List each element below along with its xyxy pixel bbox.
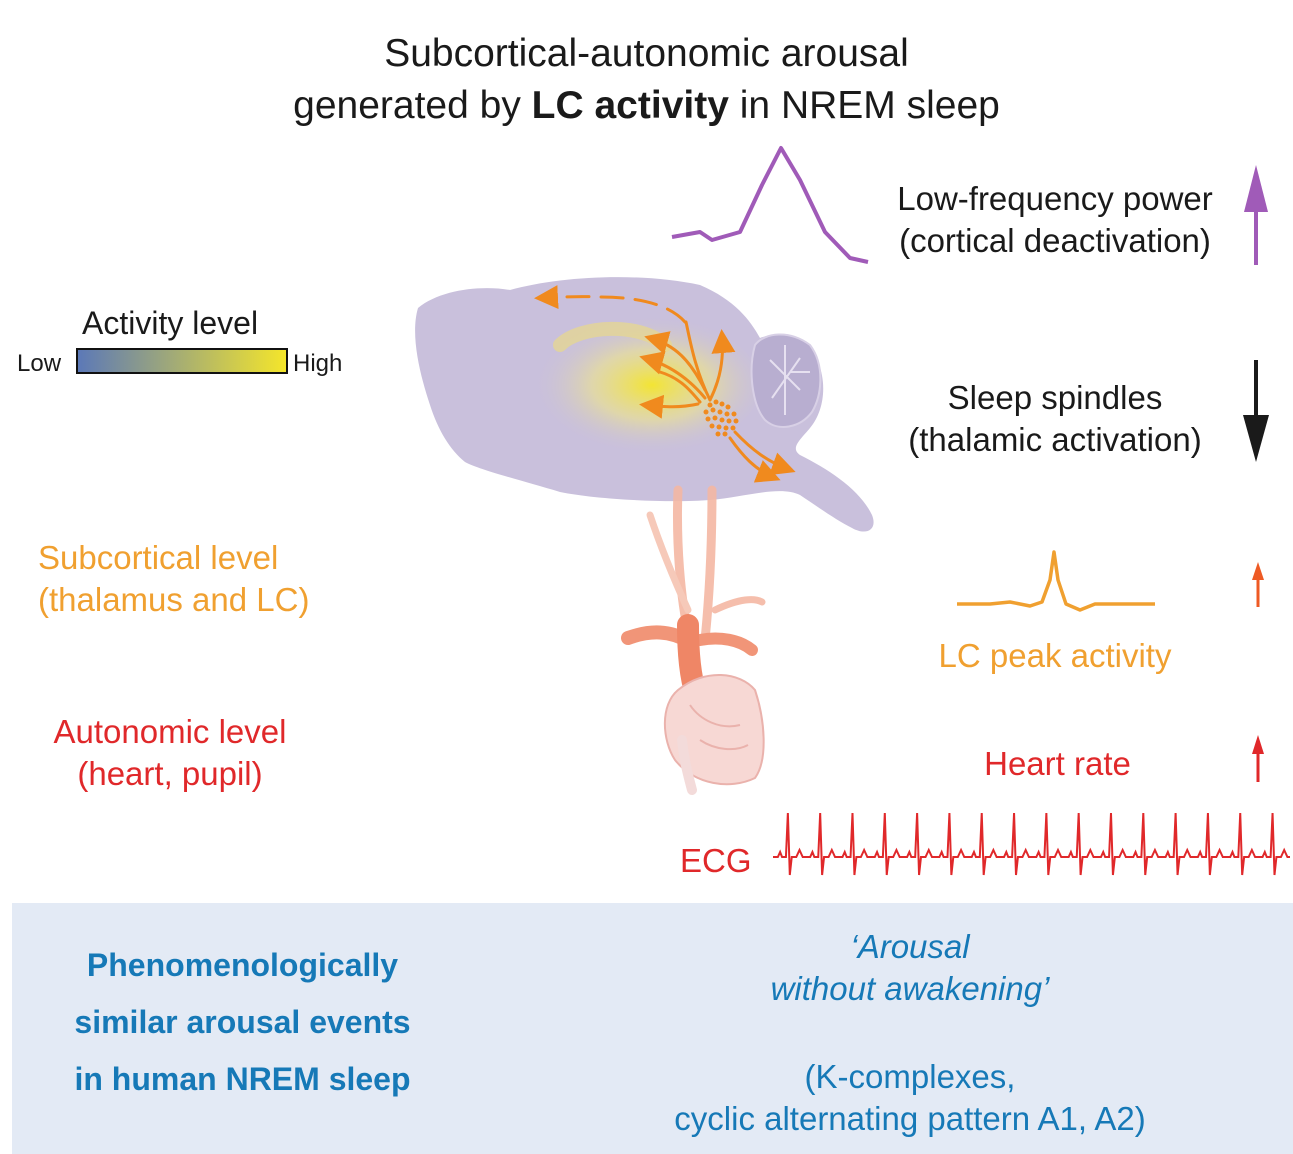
lc-projections [534, 285, 796, 483]
ecg-waveform [773, 812, 1290, 876]
heart-illustration [621, 485, 766, 795]
legend-low: Low [17, 350, 62, 377]
arousal-quote-line-1: ‘Arousal [850, 928, 970, 965]
title-prefix: generated by [293, 84, 521, 127]
low-freq-arrow [1244, 165, 1268, 265]
spindles-arrow [1243, 360, 1269, 462]
title-line-1: Subcortical-autonomic arousal [384, 32, 909, 75]
spindles-label-2: (thalamic activation) [908, 421, 1202, 458]
paren-line-1: (K-complexes, [804, 1058, 1016, 1095]
spindles-label-1: Sleep spindles [947, 379, 1163, 416]
paren-line-2: cyclic alternating pattern A1, A2) [674, 1100, 1146, 1137]
human-events-line-2: similar arousal events [74, 1004, 411, 1040]
arousal-quote-line-2: without awakening’ [770, 970, 1050, 1007]
lc-peak-arrow [1252, 562, 1264, 607]
legend-high: High [293, 350, 343, 377]
heart-rate-arrow [1252, 735, 1264, 782]
cerebellum [750, 333, 822, 428]
lc-peak-label: LC peak activity [938, 637, 1172, 674]
autonomic-label-2: (heart, pupil) [77, 755, 263, 792]
autonomic-label-1: Autonomic level [53, 713, 287, 750]
human-events-line-3: in human NREM sleep [74, 1061, 411, 1097]
subcortical-label-1: Subcortical level [38, 539, 279, 576]
lc-cluster [703, 399, 739, 437]
legend-gradient-bar [76, 348, 288, 374]
ecg-trace [773, 812, 1290, 876]
lc-peak-trace [957, 550, 1155, 612]
subcortical-label-2: (thalamus and LC) [38, 581, 310, 618]
low-freq-label-2: (cortical deactivation) [899, 222, 1211, 259]
title-bold: LC activity [531, 84, 729, 127]
title-suffix: in NREM sleep [739, 84, 1000, 127]
ecg-label: ECG [680, 842, 752, 879]
legend-title: Activity level [82, 305, 259, 341]
brain-activity-glow [520, 315, 760, 455]
title-line-2: generated by LC activity in NREM sleep [0, 80, 1293, 132]
low-frequency-trace [671, 146, 869, 264]
low-freq-label-1: Low-frequency power [897, 180, 1213, 217]
bottom-panel [12, 903, 1293, 1154]
heart-rate-label: Heart rate [984, 745, 1131, 782]
human-events-line-1: Phenomenologically [86, 947, 399, 983]
